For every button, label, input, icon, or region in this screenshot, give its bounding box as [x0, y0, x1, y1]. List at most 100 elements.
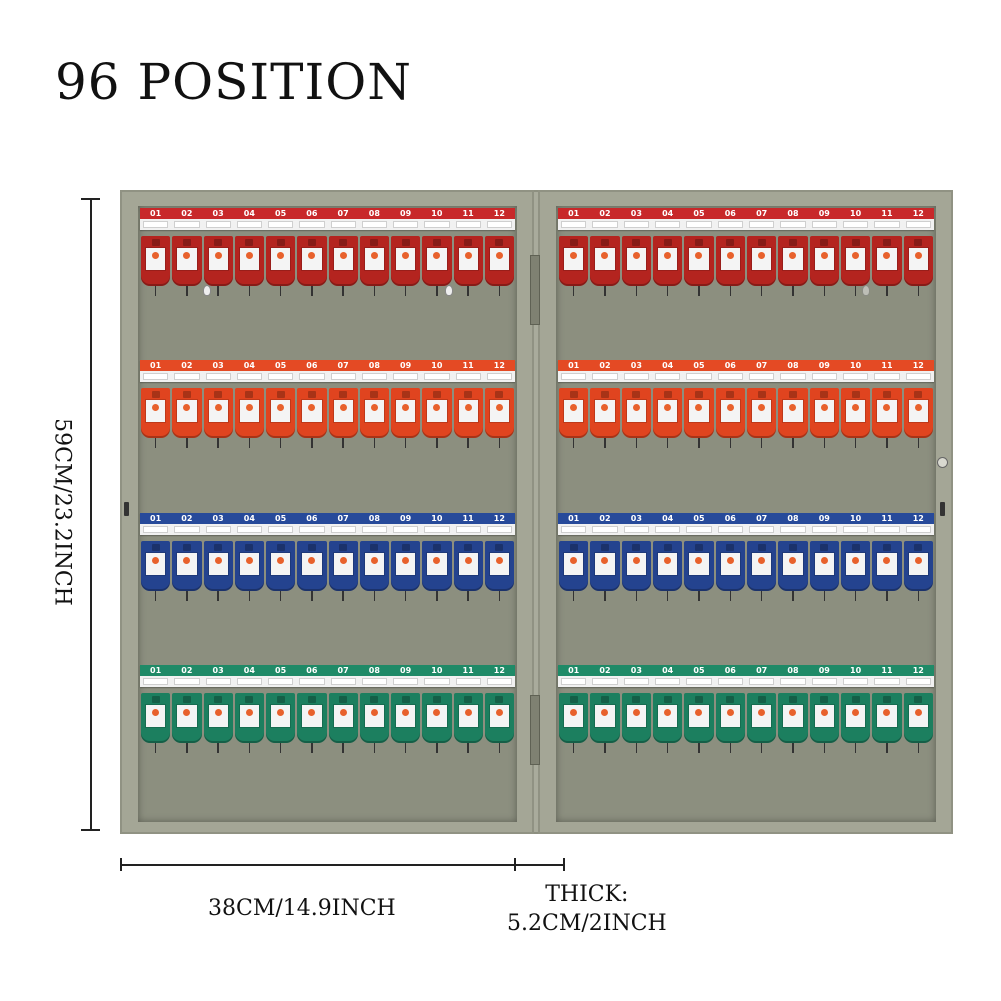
- key-tag: [484, 236, 514, 296]
- key-tag: [809, 541, 839, 601]
- tag-clip: [569, 391, 578, 398]
- tag-dot-icon: [277, 252, 285, 259]
- key-hook: [311, 286, 313, 296]
- tag-clip: [151, 391, 160, 398]
- tag-clip: [401, 239, 410, 246]
- tag-card: [751, 400, 772, 422]
- key-tag: [809, 236, 839, 296]
- key-hook: [635, 438, 638, 448]
- tag-card: [489, 553, 509, 575]
- tag-clip: [632, 544, 641, 551]
- tag-clip: [432, 544, 441, 551]
- width-dimension-line: [120, 864, 514, 866]
- page-title: 96 POSITION: [55, 53, 412, 111]
- tag-clip: [600, 391, 609, 398]
- key-tag: [266, 541, 296, 601]
- key-tag: [746, 388, 777, 448]
- label-cell: [268, 678, 294, 685]
- key-hook: [436, 743, 438, 753]
- slot-number: 05: [275, 514, 287, 523]
- width-dimension-cap-left: [120, 858, 122, 871]
- tag-dot-icon: [308, 709, 316, 716]
- tag-clip: [882, 391, 891, 398]
- key-tag: [234, 541, 264, 601]
- tag-dot-icon: [758, 709, 766, 716]
- tag-card: [657, 400, 678, 422]
- key-tag: [809, 693, 839, 753]
- tag-card: [208, 705, 228, 727]
- label-cell: [268, 526, 294, 533]
- tag-dot-icon: [245, 557, 253, 564]
- key-hook: [342, 438, 344, 448]
- key-tag: [422, 236, 452, 296]
- number-strip-cells: [140, 219, 515, 230]
- key-hook: [498, 438, 501, 448]
- key-tag: [203, 236, 233, 296]
- height-dimension-cap-top: [81, 198, 100, 200]
- slot-number: 05: [693, 361, 705, 370]
- slot-number: 09: [400, 666, 412, 675]
- label-cell: [486, 373, 512, 380]
- tag-clip: [820, 239, 829, 246]
- label-cell: [842, 221, 869, 228]
- key-hook: [436, 438, 438, 448]
- label-cell: [905, 526, 931, 533]
- key-hook: [760, 286, 763, 296]
- tag-clip: [214, 391, 223, 398]
- tag-dot-icon: [402, 252, 410, 259]
- tag-dot-icon: [464, 557, 472, 564]
- tag-card: [908, 705, 928, 727]
- key-hook: [467, 591, 469, 601]
- key-tag: [621, 541, 651, 601]
- tag-card: [333, 400, 353, 422]
- tag-dot-icon: [152, 404, 160, 411]
- key-tag: [328, 541, 358, 601]
- tag-clip: [600, 239, 609, 246]
- label-cell: [236, 678, 262, 685]
- slot-number: 02: [181, 514, 193, 523]
- key-hook: [854, 286, 857, 296]
- mounting-screw: [446, 286, 452, 295]
- tag-dot-icon: [570, 252, 578, 259]
- key-tag: [141, 693, 171, 753]
- slot-number: 01: [150, 361, 162, 370]
- tag-clip: [214, 696, 223, 703]
- label-cell: [842, 373, 869, 380]
- label-cell: [654, 678, 681, 685]
- tag-card: [489, 400, 509, 422]
- slot-number: 11: [881, 209, 893, 218]
- key-hook: [404, 286, 407, 296]
- key-tag: [684, 388, 714, 448]
- key-tag: [234, 236, 264, 296]
- tag-card: [845, 248, 866, 270]
- tag-dot-icon: [464, 709, 472, 716]
- tag-clip: [182, 696, 191, 703]
- tag-card: [626, 553, 646, 575]
- tag-card: [271, 705, 291, 727]
- label-cell: [205, 373, 231, 380]
- tag-clip: [663, 544, 672, 551]
- slot-number: 03: [212, 361, 224, 370]
- tag-card: [564, 553, 584, 575]
- tag-dot-icon: [758, 252, 766, 259]
- tag-dot-icon: [370, 557, 378, 564]
- key-hook: [311, 438, 313, 448]
- key-tag: [778, 236, 808, 296]
- tag-clip: [788, 544, 797, 551]
- key-hook: [886, 591, 888, 601]
- tag-card: [814, 248, 834, 270]
- tag-clip: [339, 239, 348, 246]
- tag-card: [239, 248, 259, 270]
- tag-clip: [757, 239, 766, 246]
- tag-dot-icon: [308, 252, 316, 259]
- tag-clip: [495, 239, 504, 246]
- key-hook: [217, 591, 219, 601]
- tag-dot-icon: [214, 557, 222, 564]
- tag-card: [595, 553, 615, 575]
- label-cell: [905, 373, 931, 380]
- tag-dot-icon: [695, 557, 703, 564]
- tag-card: [396, 400, 416, 422]
- slot-number: 06: [306, 514, 318, 523]
